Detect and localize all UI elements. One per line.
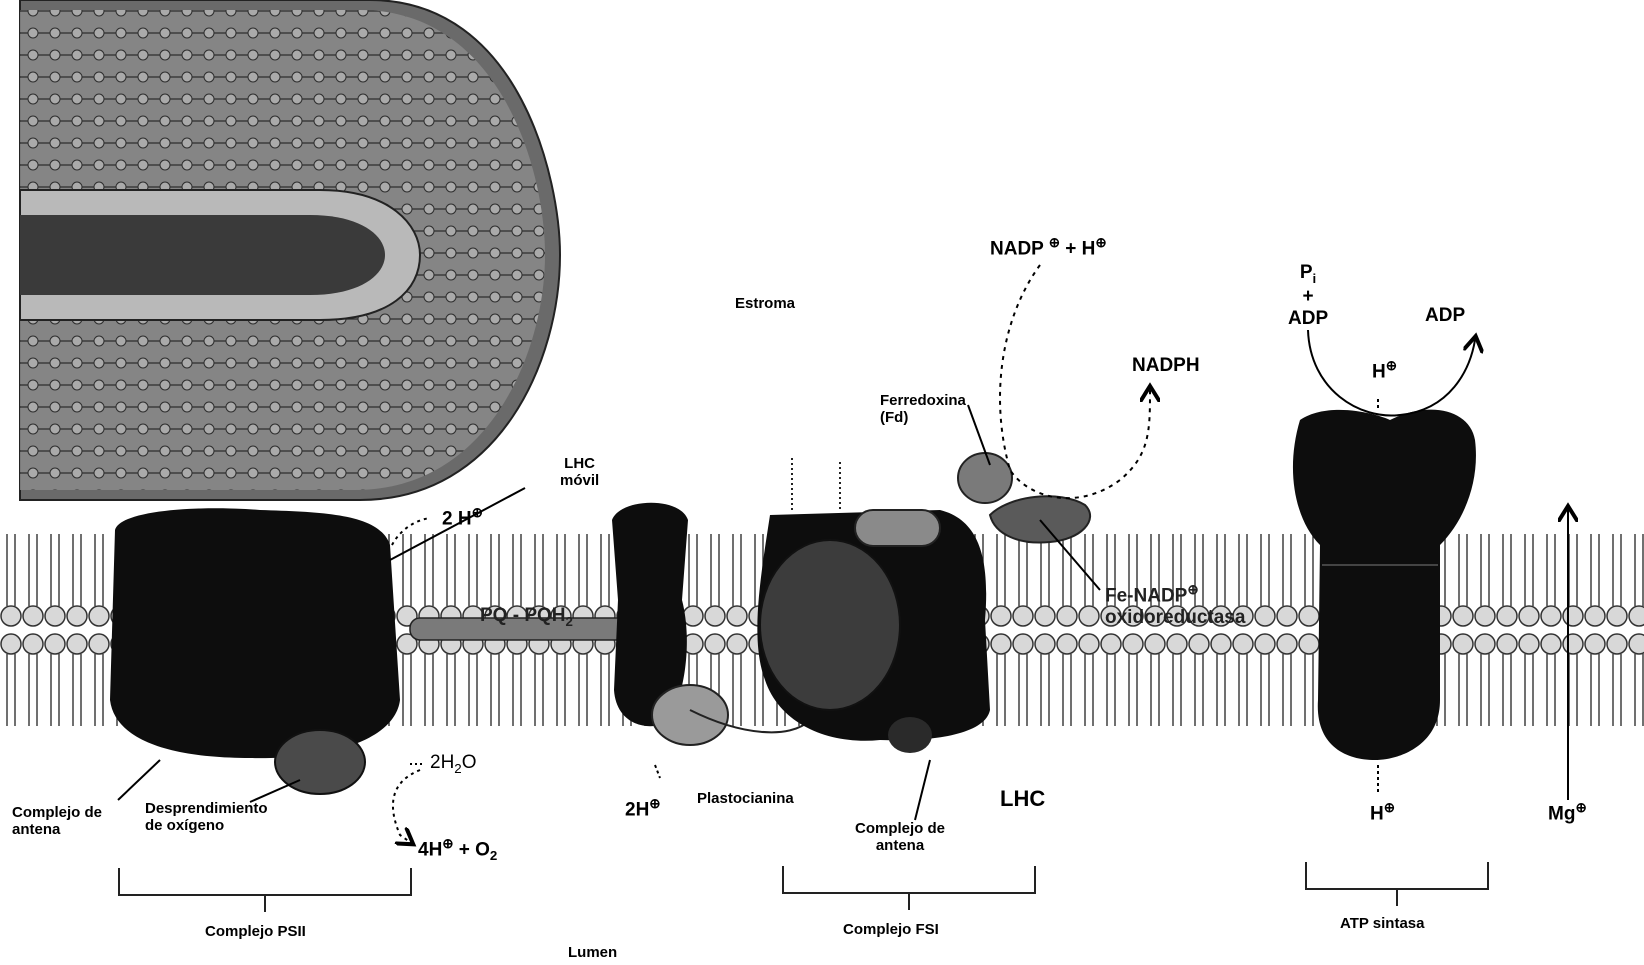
pi-adp-label: Pi + ADP: [1288, 262, 1328, 330]
h-atp-bottom-label: H⊕: [1370, 800, 1395, 825]
psii-complex: [110, 508, 400, 794]
water-split-arrow: [393, 770, 420, 842]
complejo-antena-left-line2: antena: [12, 821, 60, 838]
complejo-antena-mid-label: Complejo de antena: [855, 820, 945, 855]
plus-sign-icon: ⊕: [1384, 800, 1395, 815]
plus-sign-icon: ⊕: [1187, 582, 1198, 597]
h-atp-top-text: H: [1372, 361, 1386, 382]
desprendimiento-label: Desprendimiento de oxígeno: [145, 800, 268, 835]
ferredoxina-protein: [958, 453, 1012, 503]
atp-bracket: [1305, 862, 1489, 890]
nadph-path-arrow: [1000, 265, 1150, 498]
nadph-label: NADPH: [1132, 355, 1200, 377]
two-h-lumen-text: 2H: [625, 799, 649, 820]
complejo-psii-label: Complejo PSII: [205, 923, 306, 940]
oxigeno-pointer: [250, 780, 300, 802]
fe-nadp-label: Fe-NADP⊕ oxidoreductasa: [1105, 582, 1245, 629]
plus-sign-icon: ⊕: [442, 836, 453, 851]
mg-text: Mg: [1548, 803, 1575, 824]
plastocianina-protein: [652, 685, 728, 745]
lhc-movil-label: LHC móvil: [560, 455, 599, 490]
pq-label: PQ - PQH2: [480, 605, 573, 629]
psii-bracket: [118, 868, 412, 896]
plus-sign-icon: ⊕: [1049, 235, 1060, 250]
plus-sign-icon: ⊕: [1095, 235, 1106, 250]
two-h-lumen-label: 2H⊕: [625, 796, 660, 821]
plus-sign-icon: ⊕: [472, 505, 483, 520]
h2o-o-text: O: [462, 752, 477, 773]
pq-subscript: 2: [566, 614, 573, 629]
complejo-antena-mid-line2: antena: [876, 837, 924, 854]
plus-sign-icon: ⊕: [1575, 800, 1586, 815]
adp-left-text: ADP: [1288, 308, 1328, 329]
fe-nadp-line2: oxidoreductasa: [1105, 607, 1245, 628]
lhc-movil-line2: móvil: [560, 472, 599, 489]
nadp-h-label: NADP ⊕ + H⊕: [990, 235, 1106, 260]
fe-nadp-line1: Fe-NADP: [1105, 585, 1187, 606]
ferredoxina-label: Ferredoxina (Fd): [880, 392, 966, 427]
h2o-label: 2H2O: [430, 752, 476, 776]
o2-text: + O: [459, 839, 490, 860]
pi-text: P: [1300, 262, 1313, 283]
antena-left-pointer: [118, 760, 160, 800]
mg-label: Mg⊕: [1548, 800, 1587, 825]
nadp-text: NADP: [990, 238, 1044, 259]
ferredoxina-line2: (Fd): [880, 409, 908, 426]
adp-right-label: ADP: [1425, 305, 1465, 327]
h2o-text: 2H: [430, 752, 454, 773]
lhc-label: LHC: [1000, 786, 1045, 811]
plus-text: +: [1303, 286, 1314, 307]
estroma-label: Estroma: [735, 295, 795, 312]
lumen-label: Lumen: [568, 945, 617, 960]
ferredoxina-line1: Ferredoxina: [880, 392, 966, 409]
h2o-subscript: 2: [454, 761, 461, 776]
atp-sintasa-label: ATP sintasa: [1340, 915, 1424, 932]
psi-complex: [757, 458, 990, 753]
psi-bracket: [782, 866, 1036, 894]
pi-subscript: i: [1313, 271, 1317, 286]
complejo-antena-left-label: Complejo de antena: [12, 804, 102, 839]
h-atp-bottom-text: H: [1370, 803, 1384, 824]
four-h-text: 4H: [418, 839, 442, 860]
complejo-antena-left-line1: Complejo de: [12, 804, 102, 821]
grana-stack: [20, 0, 560, 500]
lhc-movil-line1: LHC: [564, 455, 595, 472]
two-h-top-text: 2 H: [442, 508, 472, 529]
plus-h-text: + H: [1065, 238, 1095, 259]
complejo-psi-label: Complejo FSI: [843, 921, 939, 938]
plastocianina-label: Plastocianina: [697, 790, 794, 807]
o2-subscript: 2: [490, 848, 497, 863]
plus-sign-icon: ⊕: [649, 796, 660, 811]
desprendimiento-line2: de oxígeno: [145, 817, 224, 834]
antena-mid-pointer: [915, 760, 930, 820]
two-h-top-label: 2 H⊕: [442, 505, 483, 530]
plus-sign-icon: ⊕: [1386, 358, 1397, 373]
h-atp-top-label: H⊕: [1372, 358, 1397, 383]
four-h-o2-label: 4H⊕ + O2: [418, 836, 497, 863]
pq-text: PQ - PQH: [480, 605, 566, 626]
complejo-antena-mid-line1: Complejo de: [855, 820, 945, 837]
desprendimiento-line1: Desprendimiento: [145, 800, 268, 817]
